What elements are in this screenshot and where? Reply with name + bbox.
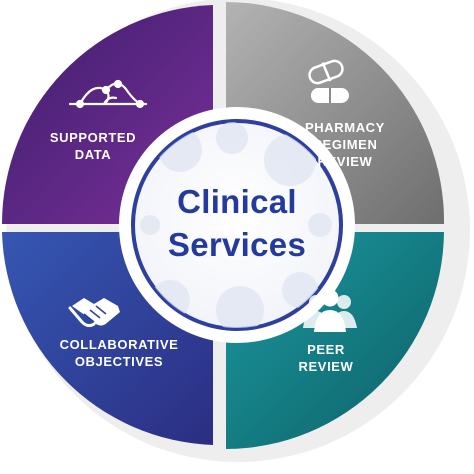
collaborative-objectives-label: COLLABORATIVE OBJECTIVES bbox=[44, 336, 194, 370]
supported-data-label: SUPPORTED DATA bbox=[18, 129, 168, 163]
peer-review-line2: REVIEW bbox=[298, 359, 354, 374]
handshake-icon bbox=[68, 298, 120, 328]
people-icon bbox=[303, 289, 357, 332]
pharmacy-review-label: PHARMACY REGIMEN REVIEW bbox=[270, 119, 420, 170]
pharmacy-review-line2: REGIMEN bbox=[312, 137, 378, 152]
pharmacy-review-line1: PHARMACY bbox=[305, 120, 385, 135]
collaborative-objectives-line2: OBJECTIVES bbox=[74, 354, 164, 369]
peer-review-line1: PEER bbox=[307, 342, 345, 357]
supported-data-line2: DATA bbox=[74, 147, 112, 162]
network-icon bbox=[68, 79, 148, 109]
center-pattern bbox=[140, 122, 332, 328]
pills-icon bbox=[308, 59, 349, 103]
center-title: Clinical Services bbox=[127, 180, 347, 266]
supported-data-line1: SUPPORTED bbox=[49, 130, 137, 145]
collaborative-objectives-line1: COLLABORATIVE bbox=[59, 337, 179, 352]
center-title-line1: Clinical bbox=[177, 183, 297, 220]
peer-review-label: PEER REVIEW bbox=[251, 341, 401, 375]
pharmacy-review-line3: REVIEW bbox=[317, 154, 373, 169]
center-title-line2: Services bbox=[167, 226, 307, 263]
